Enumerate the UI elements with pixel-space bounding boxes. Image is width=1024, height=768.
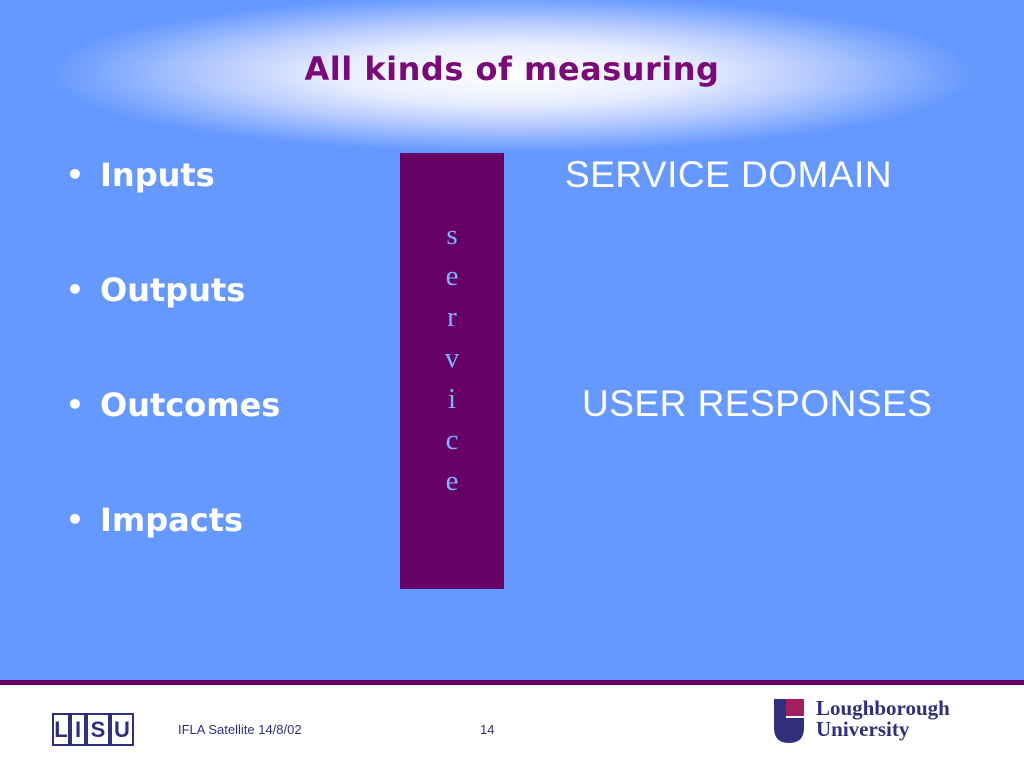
service-domain-label: SERVICE DOMAIN bbox=[565, 154, 893, 195]
slide-title: All kinds of measuring bbox=[304, 50, 720, 88]
title-glow bbox=[0, 0, 1024, 150]
loughborough-wordmark: Loughborough University bbox=[816, 698, 950, 740]
user-responses-label: USER RESPONSES bbox=[582, 383, 933, 424]
bullet-label: Inputs bbox=[100, 156, 215, 194]
slide-footer: L I S U IFLA Satellite 14/8/02 14 Loughb… bbox=[0, 685, 1024, 768]
bullet-item-inputs: • Inputs bbox=[66, 152, 280, 267]
service-letter: c bbox=[445, 424, 459, 456]
service-letter: e bbox=[445, 260, 459, 292]
bullet-marker: • bbox=[66, 503, 84, 536]
lisu-logo-letter: S bbox=[84, 713, 110, 746]
bullet-item-outcomes: • Outcomes bbox=[66, 382, 280, 497]
bullet-marker: • bbox=[66, 158, 84, 191]
service-letter: s bbox=[446, 219, 458, 251]
logo-word: Loughborough bbox=[816, 696, 950, 720]
bullet-item-impacts: • Impacts bbox=[66, 497, 280, 612]
bullet-marker: • bbox=[66, 273, 84, 306]
footer-divider bbox=[0, 680, 1024, 685]
service-bar: s e r v i c e bbox=[400, 153, 504, 589]
service-letter: v bbox=[444, 342, 460, 374]
service-letter: r bbox=[447, 301, 457, 333]
bullet-label: Outputs bbox=[100, 271, 246, 309]
logo-word: University bbox=[816, 717, 910, 741]
footer-caption: IFLA Satellite 14/8/02 bbox=[178, 722, 302, 737]
bullet-item-outputs: • Outputs bbox=[66, 267, 280, 382]
bullet-label: Outcomes bbox=[100, 386, 281, 424]
lisu-logo: L I S U bbox=[52, 713, 134, 746]
page-number: 14 bbox=[480, 722, 495, 737]
lisu-logo-letter: U bbox=[108, 713, 134, 746]
university-shield-icon bbox=[774, 699, 804, 743]
slide-canvas: All kinds of measuring • Inputs • Output… bbox=[0, 0, 1024, 680]
bullet-marker: • bbox=[66, 388, 84, 421]
service-letter: i bbox=[447, 383, 457, 415]
service-vertical-word: s e r v i c e bbox=[400, 215, 504, 502]
service-letter: e bbox=[445, 465, 459, 497]
measure-bullet-list: • Inputs • Outputs • Outcomes • Impacts bbox=[66, 152, 280, 612]
bullet-label: Impacts bbox=[100, 501, 244, 539]
loughborough-logo: Loughborough University bbox=[772, 698, 950, 744]
